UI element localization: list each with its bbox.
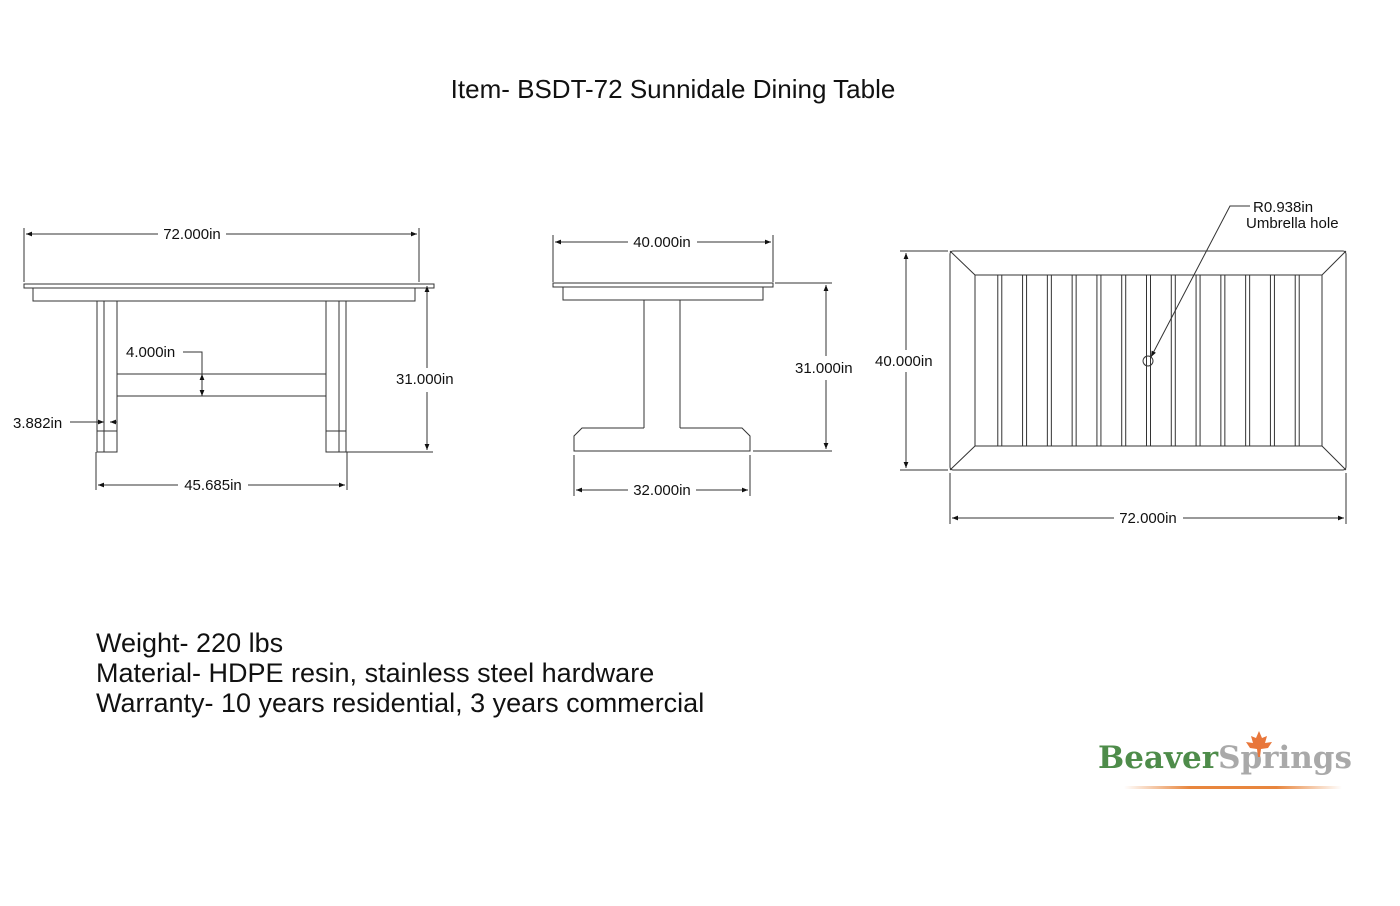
leg-width-label: 3.882in bbox=[13, 415, 62, 432]
leg-span-label: 45.685in bbox=[184, 477, 242, 494]
material-spec: Material- HDPE resin, stainless steel ha… bbox=[96, 658, 655, 688]
side-width-label: 40.000in bbox=[633, 234, 691, 251]
logo-beaver: Beaver bbox=[1098, 740, 1219, 776]
top-width-label: 40.000in bbox=[875, 353, 933, 370]
maple-leaf-icon bbox=[1246, 731, 1272, 757]
front-length-label: 72.000in bbox=[163, 226, 221, 243]
drawing-title: Item- BSDT-72 Sunnidale Dining Table bbox=[450, 74, 896, 104]
side-view bbox=[552, 235, 832, 496]
beaver-springs-logo: BeaverSprings bbox=[1098, 731, 1352, 796]
top-view bbox=[900, 205, 1347, 524]
front-height-label: 31.000in bbox=[396, 371, 454, 388]
logo-springs: Springs bbox=[1218, 740, 1352, 776]
base-width-label: 32.000in bbox=[633, 482, 691, 499]
logo-underline bbox=[1124, 786, 1342, 789]
stretcher-label: 4.000in bbox=[126, 344, 175, 361]
weight-spec: Weight- 220 lbs bbox=[96, 628, 284, 658]
specs: Weight- 220 lbs Material- HDPE resin, st… bbox=[96, 628, 704, 718]
umbrella-hole bbox=[1142, 355, 1154, 367]
warranty-spec: Warranty- 10 years residential, 3 years … bbox=[96, 688, 705, 718]
side-height-label: 31.000in bbox=[795, 360, 853, 377]
top-length-label: 72.000in bbox=[1119, 510, 1177, 527]
hole-radius-label: R0.938in bbox=[1253, 199, 1313, 216]
front-view bbox=[23, 228, 435, 490]
hole-label: Umbrella hole bbox=[1246, 215, 1339, 232]
